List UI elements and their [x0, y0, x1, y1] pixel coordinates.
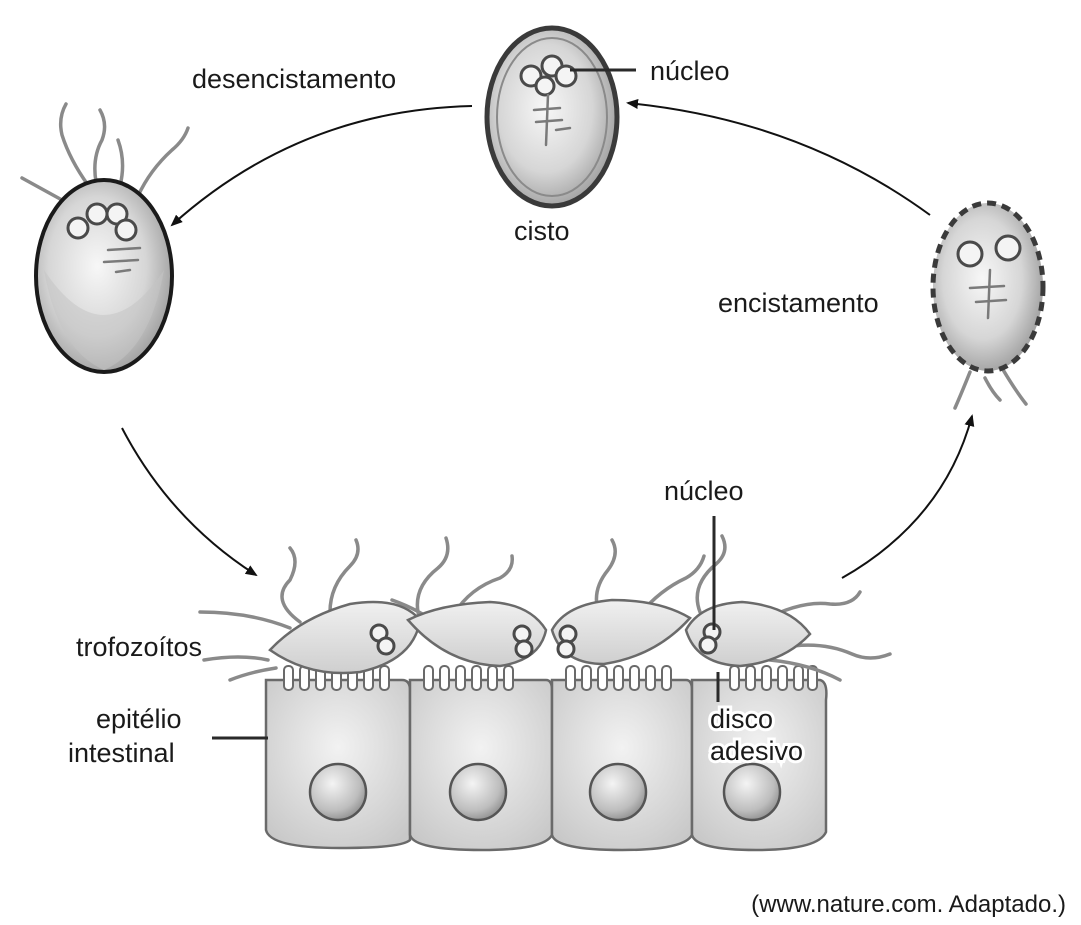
cell-nucleus	[448, 762, 508, 822]
label-disco: disco	[710, 704, 773, 734]
microvilli	[283, 665, 818, 691]
label-intestinal: intestinal	[68, 738, 175, 768]
label-adesivo: adesivo	[710, 736, 803, 766]
label-encistamento: encistamento	[718, 288, 879, 318]
cyst-top	[484, 25, 620, 209]
label-epitelio: epitélio	[96, 704, 182, 734]
label-nucleo-bottom: núcleo	[664, 476, 744, 506]
label-trofozoitos: trofozoítos	[76, 632, 202, 662]
arrow-encistamento	[626, 99, 931, 216]
label-nucleo-top: núcleo	[650, 56, 730, 86]
cell-nucleus	[722, 762, 782, 822]
arrow-to-epithelium	[121, 427, 258, 577]
source-credit: (www.nature.com. Adaptado.)	[751, 891, 1066, 918]
arrow-from-epithelium	[841, 414, 975, 579]
excysting-trophozoite	[20, 102, 190, 374]
cell-nucleus	[308, 762, 368, 822]
encysting-form	[930, 200, 1046, 410]
arrow-desencistamento	[170, 105, 473, 227]
label-cisto: cisto	[514, 216, 570, 246]
intestinal-epithelium	[264, 665, 828, 852]
cell-nucleus	[588, 762, 648, 822]
label-desencistamento: desencistamento	[192, 64, 396, 94]
trophozoites	[198, 534, 892, 682]
